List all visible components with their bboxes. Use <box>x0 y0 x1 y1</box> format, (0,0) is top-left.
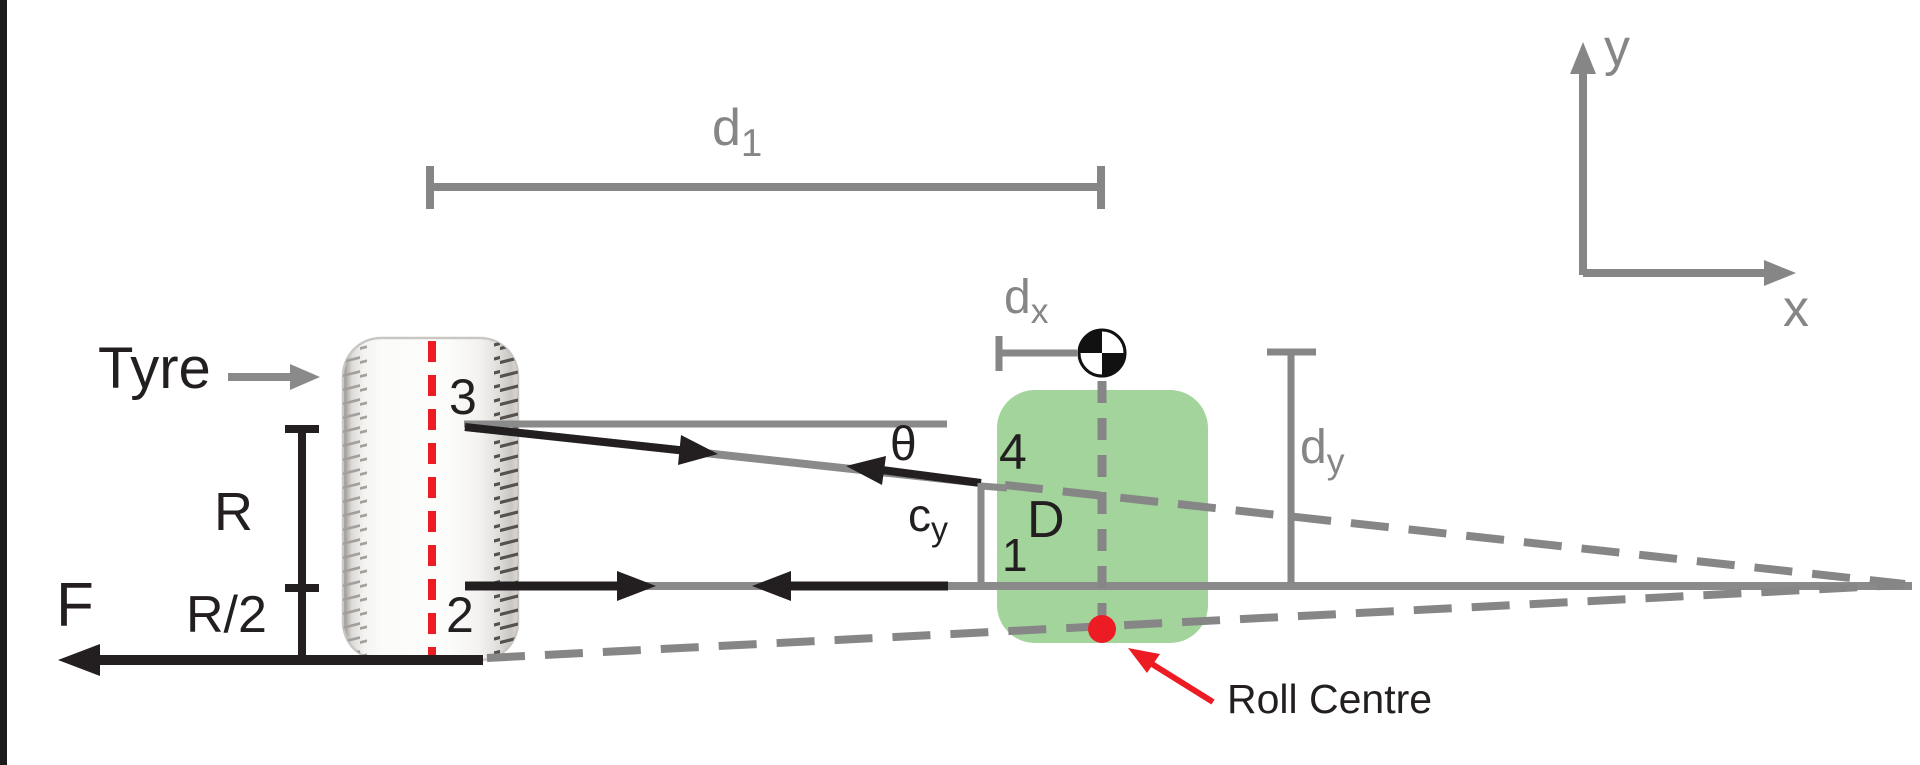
point-1-label: 1 <box>1002 529 1028 581</box>
d1-dimension <box>426 166 1105 209</box>
x-axis-arrowhead <box>1764 260 1796 286</box>
dx-dimension <box>995 336 1077 371</box>
roll-centre-arrow-icon <box>1128 648 1215 705</box>
y-axis-label: y <box>1604 19 1630 77</box>
point-3-label: 3 <box>449 369 477 425</box>
roll-centre-dot <box>1088 615 1116 643</box>
theta-label: θ <box>890 418 917 471</box>
upper-arm <box>464 423 982 487</box>
chassis-block <box>997 390 1208 643</box>
upper-arm-extension-dashed <box>1004 481 1906 588</box>
cy-top-stub <box>980 482 1008 492</box>
tyre-label: Tyre <box>98 336 211 401</box>
contact-patch-dashed <box>486 581 1903 662</box>
x-axis-label: x <box>1783 280 1809 338</box>
cy-label: cy <box>908 489 949 549</box>
upper-arm-right-arrowhead <box>678 435 718 465</box>
lower-arm-right-arrowhead <box>617 571 656 601</box>
dy-label: dy <box>1300 421 1345 481</box>
radius-dimension <box>285 425 319 659</box>
d1-label: d1 <box>712 99 763 165</box>
lower-arm-left-arrowhead <box>752 571 791 601</box>
y-axis-arrowhead <box>1570 42 1596 74</box>
radius-label: R <box>214 482 253 542</box>
dy-dimension <box>1267 348 1316 583</box>
centre-of-gravity-icon <box>1077 328 1127 378</box>
roll-centre-label: Roll Centre <box>1227 676 1433 722</box>
left-border <box>0 0 7 765</box>
point-4-label: 4 <box>999 424 1027 480</box>
body-label: D <box>1027 491 1065 549</box>
point-2-label: 2 <box>446 587 474 643</box>
lower-arm <box>465 571 1912 601</box>
half-radius-label: R/2 <box>186 586 267 644</box>
tyre-pointer-arrow-icon <box>228 364 320 390</box>
force-label: F <box>56 571 94 640</box>
dx-label: dx <box>1004 271 1049 331</box>
force-arrow-icon <box>58 644 483 676</box>
coordinate-axes-icon <box>1570 42 1796 286</box>
tyre-tread-right <box>494 338 518 660</box>
upper-arm-left-arrowhead <box>846 456 886 485</box>
tyre-tread-left <box>343 338 367 660</box>
cy-dimension <box>977 482 1008 588</box>
tyre-shape <box>341 336 520 662</box>
